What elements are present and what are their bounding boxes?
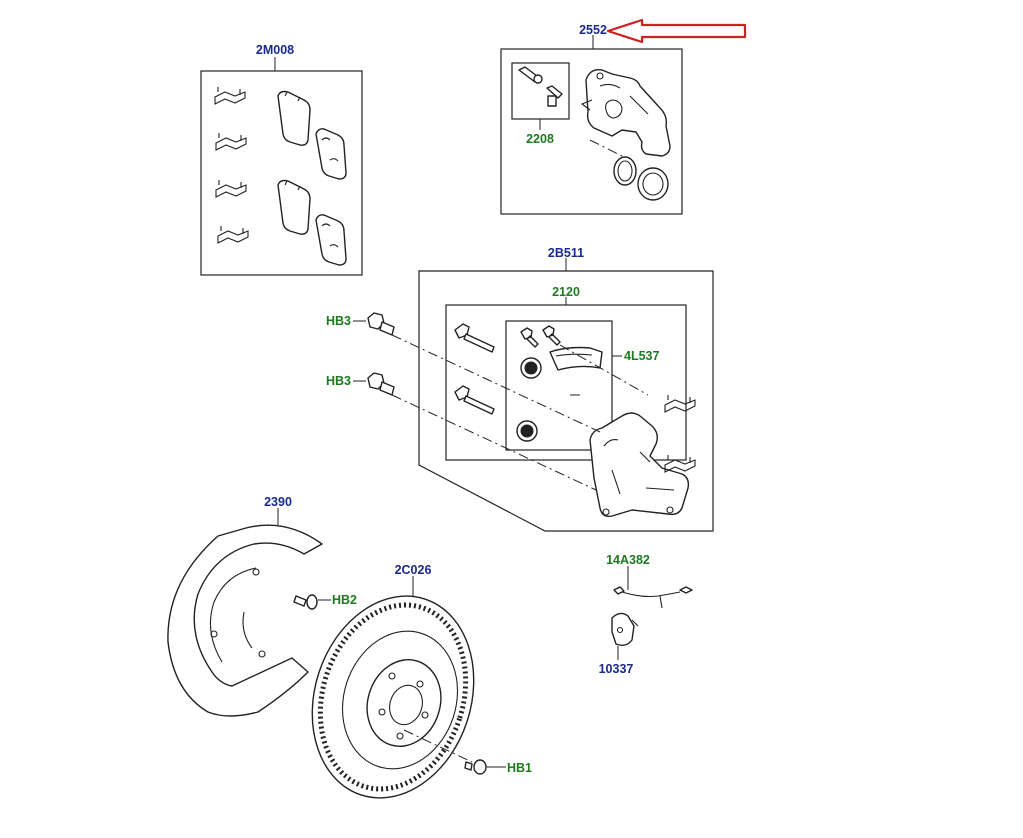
shield-group: 2390 HB2 <box>167 495 357 717</box>
screw-icon <box>293 594 318 610</box>
pad-clip-icon <box>214 87 249 244</box>
bleed-kit-label: 2208 <box>526 132 554 146</box>
piston-seal-icon <box>589 139 669 201</box>
brake-pad-icon <box>277 90 347 266</box>
disc-group: 2C026 HB1 <box>311 563 532 799</box>
sensor-group: 14A382 10337 <box>599 553 693 676</box>
guide-pin-icon <box>454 323 495 415</box>
caliper-group: 2552 2208 <box>500 18 747 215</box>
caliper-icon <box>580 69 671 157</box>
clip-kit-label: 4L537 <box>624 349 659 363</box>
clip-kit-box <box>505 320 613 451</box>
flange-bolt-icon <box>367 372 395 396</box>
carrier-kit-label: 2B511 <box>548 246 584 260</box>
carrier-group: 2B511 2120 4L537 <box>391 246 714 532</box>
bracket-label: 10337 <box>599 662 634 676</box>
bushing-icon <box>516 357 542 442</box>
shield-label: 2390 <box>264 495 292 509</box>
caliper-box <box>500 48 683 215</box>
sensor-bracket-icon <box>611 612 639 647</box>
pad-clip-small-icon <box>664 395 696 473</box>
bleed-screw-icon <box>518 66 563 107</box>
red-arrow-icon <box>606 18 747 44</box>
brake-disc-icon <box>311 595 475 799</box>
anti-rattle-clip-icon <box>549 346 603 371</box>
hb3-bolt-group: HB3 HB3 <box>326 312 395 396</box>
hb1-label: HB1 <box>507 761 532 775</box>
guide-pin-kit-label: 2120 <box>552 285 580 299</box>
pad-kit-box <box>200 70 363 276</box>
hb3-upper-label: HB3 <box>326 314 351 328</box>
caliper-carrier-icon <box>589 412 690 518</box>
pad-kit-label: 2M008 <box>256 43 294 57</box>
hb2-label: HB2 <box>332 593 357 607</box>
pad-kit-group: 2M008 <box>200 43 363 276</box>
wear-sensor-icon <box>613 586 693 609</box>
disc-label: 2C026 <box>395 563 432 577</box>
dust-shield-icon <box>167 524 323 717</box>
small-bolt-icon <box>520 325 561 348</box>
carrier-kit-outline <box>418 270 714 532</box>
disc-screw-icon <box>464 759 487 775</box>
sensor-label: 14A382 <box>606 553 650 567</box>
hb3-lower-label: HB3 <box>326 374 351 388</box>
caliper-label: 2552 <box>579 23 607 37</box>
flange-bolt-icon <box>367 312 395 336</box>
